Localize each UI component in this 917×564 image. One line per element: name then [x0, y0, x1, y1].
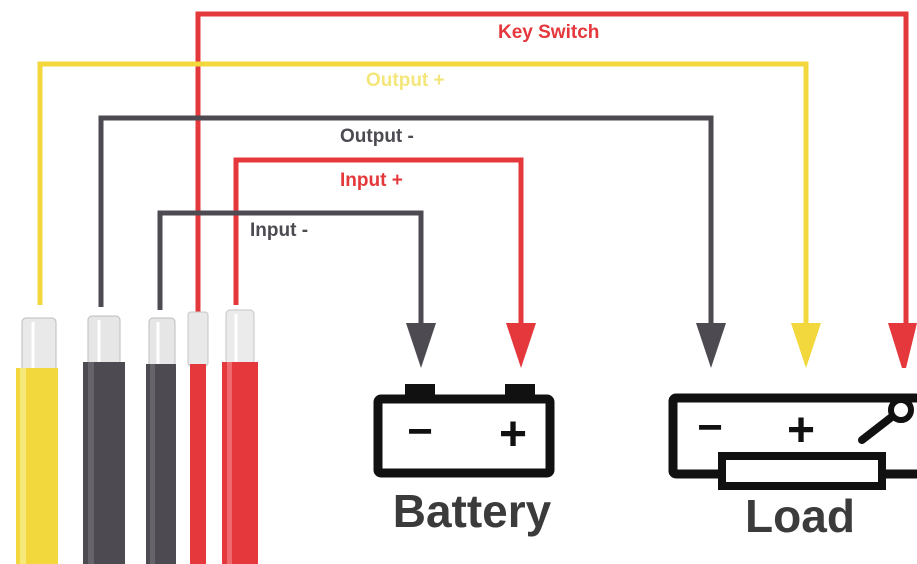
input-plus-label: Input +	[340, 170, 403, 191]
battery-body	[373, 394, 555, 478]
load-plus-sign: +	[787, 404, 815, 457]
battery-plus-sign: +	[499, 408, 527, 461]
red-cable-key-switch	[187, 311, 209, 564]
load-resistor	[718, 452, 886, 490]
output-minus-wire	[98, 115, 714, 325]
dark-cable-input	[146, 317, 176, 564]
battery: − + Battery	[373, 384, 555, 537]
load-minus-sign: −	[697, 403, 723, 452]
output-minus-label: Output -	[340, 126, 414, 147]
load-label: Load	[745, 490, 855, 542]
load: − + Load	[668, 393, 917, 542]
output-plus-arrowhead	[791, 323, 821, 368]
output-plus-wire	[37, 61, 809, 325]
key-switch-arrowhead	[888, 323, 917, 368]
battery-label: Battery	[393, 485, 552, 537]
yellow-cable	[16, 317, 58, 564]
key-switch-wire	[195, 11, 909, 325]
input-minus-wire	[157, 210, 424, 325]
key-icon	[858, 397, 914, 444]
battery-minus-sign: −	[407, 407, 433, 456]
key-switch-label: Key Switch	[498, 22, 599, 43]
output-plus-label: Output +	[366, 70, 445, 91]
dark-cable-output	[83, 315, 125, 564]
input-minus-arrowhead	[406, 323, 436, 368]
output-minus-arrowhead	[696, 323, 726, 368]
red-cable-input	[222, 309, 258, 564]
input-plus-wire	[233, 157, 524, 325]
input-plus-arrowhead	[506, 323, 536, 368]
input-minus-label: Input -	[250, 220, 308, 241]
